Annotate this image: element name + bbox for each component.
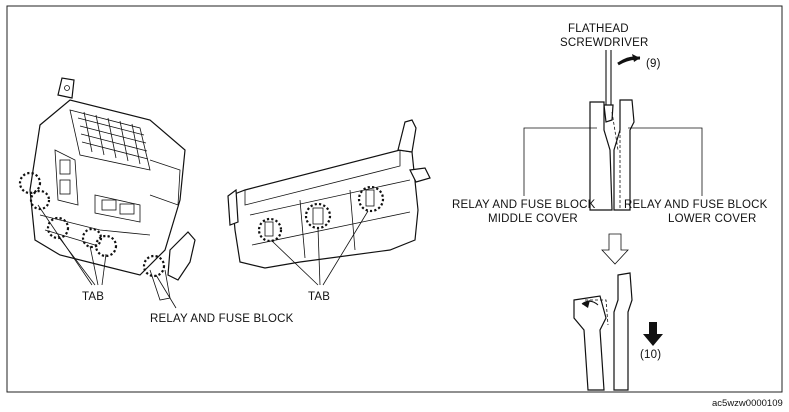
figure-frame [6,5,783,393]
figure-code: ac5wzw0000109 [712,398,783,409]
tab-circle [257,217,283,243]
relay-fuse-block-assembly [18,77,196,309]
tab-label-left: TAB [82,291,104,303]
lower-cover-label-line1: RELAY AND FUSE BLOCK [624,199,768,211]
step-9-label: (9) [646,58,661,70]
tab-circle [357,185,385,213]
middle-cover-label-line2: MIDDLE COVER [488,213,578,225]
lower-cover-label-line2: LOWER COVER [668,213,756,225]
tab-circle [46,216,70,240]
tab-circle [142,254,166,278]
relay-fuse-block-label: RELAY AND FUSE BLOCK [150,313,294,325]
flathead-label-line2: SCREWDRIVER [560,37,648,49]
step-10-label: (10) [640,349,661,361]
cover-separation-detail [523,50,703,391]
middle-cover-assembly [227,119,431,286]
middle-cover-label-line1: RELAY AND FUSE BLOCK [452,199,596,211]
flathead-label-line1: FLATHEAD [568,23,629,35]
tab-circle [18,171,42,195]
tab-label-middle: TAB [308,291,330,303]
tab-circle [94,234,118,258]
tab-circle [29,189,51,211]
